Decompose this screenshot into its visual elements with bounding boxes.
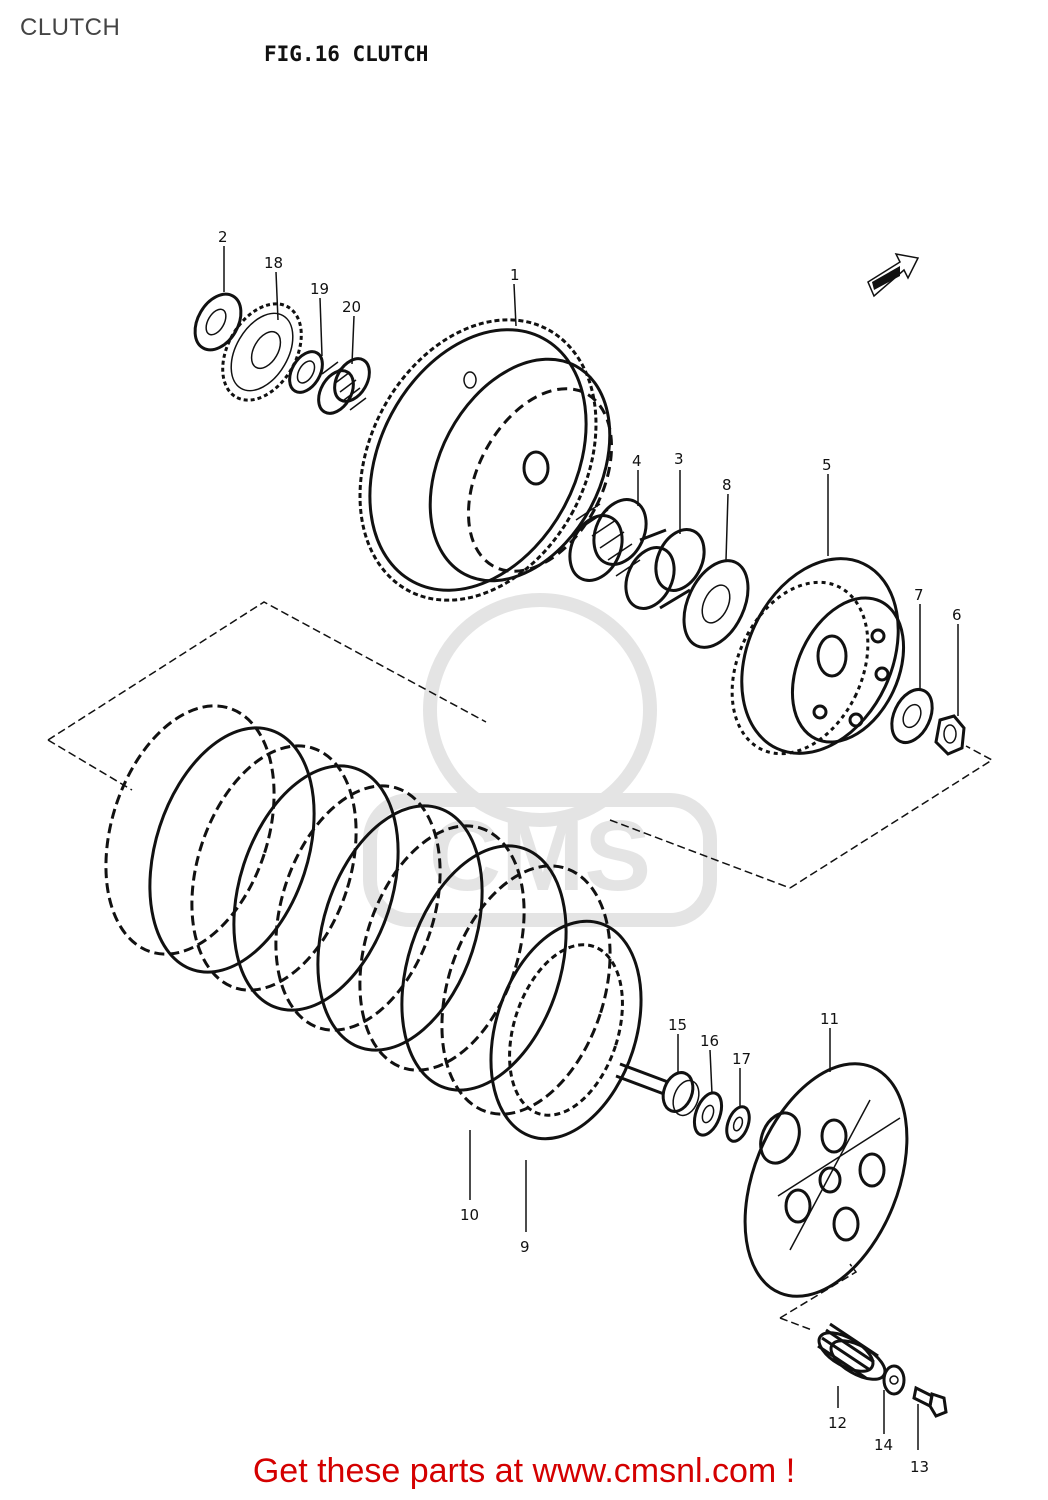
- watermark-text: CMS: [429, 800, 651, 912]
- callout-labels: 1 2 3 4 5 6 7 8 9 10 11 12 13 14 15 16 1…: [218, 228, 962, 1476]
- part-11-pressure-plate: [743, 1062, 909, 1331]
- part-12-clutch-spring: [817, 1322, 887, 1381]
- part-2-washer: [193, 292, 243, 352]
- part-1-clutch-housing: [358, 318, 614, 602]
- callout-20: 20: [342, 298, 361, 316]
- callout-5: 5: [822, 456, 832, 474]
- part-14-washer: [882, 1364, 906, 1396]
- callout-8: 8: [722, 476, 732, 494]
- part-6-nut: [934, 714, 966, 756]
- callout-3: 3: [674, 450, 684, 468]
- footer-link-text[interactable]: Get these parts at www.cmsnl.com !: [252, 1452, 796, 1490]
- callout-4: 4: [632, 452, 642, 470]
- page-title: CLUTCH: [20, 14, 121, 41]
- callout-14: 14: [874, 1436, 893, 1454]
- figure-title: FIG.16 CLUTCH: [264, 42, 429, 66]
- part-16-bearing: [692, 1091, 724, 1137]
- part-4-needle-bearing: [568, 498, 648, 582]
- callout-7: 7: [914, 586, 924, 604]
- callout-13: 13: [910, 1458, 929, 1476]
- leader-lines: [223, 246, 959, 1450]
- part-17-washer: [725, 1105, 751, 1143]
- callout-12: 12: [828, 1414, 847, 1432]
- part-5-sleeve-hub: [730, 557, 906, 756]
- callout-1: 1: [510, 266, 520, 284]
- part-15-release-bearing: [615, 1062, 700, 1117]
- callout-9: 9: [520, 1238, 530, 1256]
- part-13-bolt: [912, 1385, 948, 1418]
- assembly-bracket-lines: [47, 601, 994, 889]
- callout-19: 19: [310, 280, 329, 298]
- part-19-spacer: [288, 350, 324, 394]
- part-3-sleeve: [624, 528, 706, 610]
- part-8-thrust-washer: [682, 559, 750, 649]
- part-20-needle-bearing: [317, 357, 371, 415]
- watermark-logo: CMS: [363, 593, 717, 927]
- callout-15: 15: [668, 1016, 687, 1034]
- callout-11: 11: [820, 1010, 839, 1028]
- front-arrow-icon: [867, 252, 920, 298]
- callout-6: 6: [952, 606, 962, 624]
- callout-18: 18: [264, 254, 283, 272]
- callout-17: 17: [732, 1050, 751, 1068]
- parts-9-10-clutch-plates: [104, 704, 643, 1141]
- callout-2: 2: [218, 228, 228, 246]
- callout-16: 16: [700, 1032, 719, 1050]
- callout-10: 10: [460, 1206, 479, 1224]
- part-7-lock-washer: [890, 688, 934, 744]
- part-18-driven-gear: [221, 302, 303, 402]
